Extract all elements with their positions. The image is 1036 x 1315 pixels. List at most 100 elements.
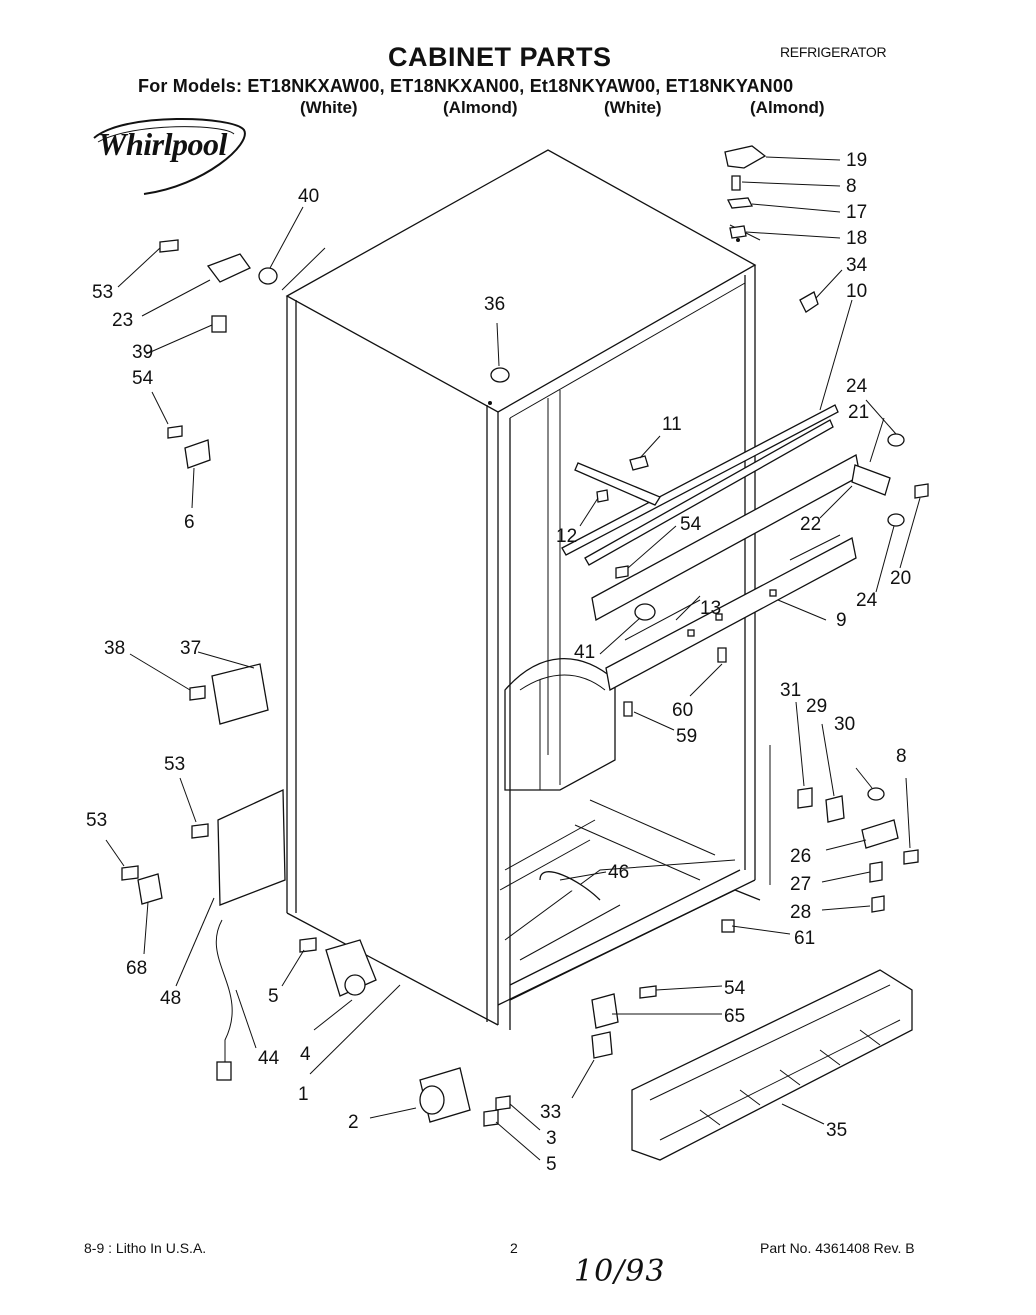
model-color-3: (White) xyxy=(604,98,662,117)
whirlpool-logo: Whirlpool xyxy=(84,116,254,198)
part-5-screw-lower xyxy=(483,1109,499,1127)
callout-24-bottom: 24 xyxy=(856,590,878,611)
callout-9: 9 xyxy=(836,610,847,631)
callout-4: 4 xyxy=(300,1044,311,1065)
part-26-hinge xyxy=(861,819,899,849)
callout-46: 46 xyxy=(608,862,629,883)
part-17-bracket xyxy=(726,197,754,209)
whirlpool-swirl-icon xyxy=(93,117,246,195)
part-5-screw-upper xyxy=(299,937,317,953)
part-46-hose xyxy=(539,871,601,901)
part-19-cap xyxy=(724,145,767,169)
callout-26: 26 xyxy=(790,846,811,867)
part-65-bracket xyxy=(591,993,619,1029)
part-8-screw-right xyxy=(903,849,919,865)
callout-5-lower: 5 xyxy=(546,1154,557,1175)
part-40-washer xyxy=(258,267,278,285)
part-53-screw-low xyxy=(121,865,139,881)
model-color-2: (Almond) xyxy=(443,98,518,117)
part-24-washer-top xyxy=(887,433,905,447)
callout-8-top: 8 xyxy=(846,176,857,197)
part-53-screw xyxy=(159,239,179,253)
callout-6: 6 xyxy=(184,512,195,533)
part-number: Part No. 4361408 Rev. B xyxy=(760,1240,915,1256)
callout-1: 1 xyxy=(298,1084,309,1105)
callout-19: 19 xyxy=(846,150,867,171)
callout-53-top: 53 xyxy=(92,282,113,303)
callout-48: 48 xyxy=(160,988,181,1009)
part-36-plug xyxy=(490,367,510,383)
part-12-clip xyxy=(596,489,609,503)
part-39-bushing xyxy=(211,315,227,333)
callout-53-mid: 53 xyxy=(164,754,185,775)
part-3-washer xyxy=(495,1095,511,1111)
callout-54-bottom: 54 xyxy=(724,978,746,999)
part-53-screw-mid xyxy=(191,823,209,839)
part-33-clip xyxy=(591,1031,613,1059)
callout-41: 41 xyxy=(574,642,595,663)
part-34-plug xyxy=(799,291,819,313)
callout-30: 30 xyxy=(834,714,855,735)
brand-name: Whirlpool xyxy=(98,126,227,162)
callout-28: 28 xyxy=(790,902,811,923)
part-28-screw xyxy=(871,895,885,913)
callout-20: 20 xyxy=(890,568,911,589)
callout-31: 31 xyxy=(780,680,801,701)
part-54-screw-bottom xyxy=(639,985,657,999)
cabinet-outline xyxy=(281,149,771,1030)
part-30-washer xyxy=(867,787,885,801)
callout-12: 12 xyxy=(556,526,577,547)
leader-lines xyxy=(105,156,921,1161)
page-number: 2 xyxy=(510,1240,518,1256)
callout-54-mid: 54 xyxy=(680,514,702,535)
part-35-grille xyxy=(631,969,913,1161)
part-29-shim xyxy=(825,795,845,823)
callout-17: 17 xyxy=(846,202,867,223)
callout-18: 18 xyxy=(846,228,867,249)
harness xyxy=(574,462,661,506)
part-8-screw xyxy=(731,175,741,191)
model-color-1: (White) xyxy=(300,98,358,117)
callout-33: 33 xyxy=(540,1102,561,1123)
part-68-clip xyxy=(137,873,163,905)
callout-11: 11 xyxy=(662,414,682,435)
callout-44: 44 xyxy=(258,1048,280,1069)
part-11-clip xyxy=(629,455,649,471)
page-title: CABINET PARTS xyxy=(388,42,612,72)
part-41-plug xyxy=(634,603,656,621)
callout-54-left: 54 xyxy=(132,368,154,389)
callout-8-right: 8 xyxy=(896,746,907,767)
callout-3: 3 xyxy=(546,1128,557,1149)
part-20-screw xyxy=(914,483,929,499)
part-21-hinge xyxy=(851,464,891,496)
callout-29: 29 xyxy=(806,696,827,717)
part-23-hinge xyxy=(206,253,251,283)
callout-35: 35 xyxy=(826,1120,847,1141)
callout-34: 34 xyxy=(846,255,868,276)
callout-53-low: 53 xyxy=(86,810,107,831)
callout-23: 23 xyxy=(112,310,133,331)
handwritten-date: 10/93 xyxy=(574,1254,666,1289)
part-60-screw xyxy=(717,647,727,663)
models-line: For Models: ET18NKXAW00, ET18NKXAN00, Et… xyxy=(138,76,794,96)
callout-60: 60 xyxy=(672,700,693,721)
callout-38: 38 xyxy=(104,638,125,659)
callout-59: 59 xyxy=(676,726,697,747)
callout-21: 21 xyxy=(848,402,869,423)
part-27-pin xyxy=(869,861,883,883)
callout-10: 10 xyxy=(846,281,867,302)
callout-13: 13 xyxy=(700,598,721,619)
callout-24-top: 24 xyxy=(846,376,868,397)
callout-61: 61 xyxy=(794,928,815,949)
part-24-washer-bottom xyxy=(887,513,905,527)
part-59-screw xyxy=(623,701,633,717)
callout-5-upper: 5 xyxy=(268,986,279,1007)
callout-labels: 19 8 17 18 34 10 40 53 23 39 36 54 6 11 … xyxy=(86,150,911,1175)
part-38-screw xyxy=(189,685,206,701)
part-54-screw-left xyxy=(167,425,183,439)
callout-40: 40 xyxy=(298,186,319,207)
part-31-shim xyxy=(797,787,813,809)
part-48-cover xyxy=(217,788,286,906)
part-54-screw xyxy=(615,565,629,579)
callout-27: 27 xyxy=(790,874,811,895)
